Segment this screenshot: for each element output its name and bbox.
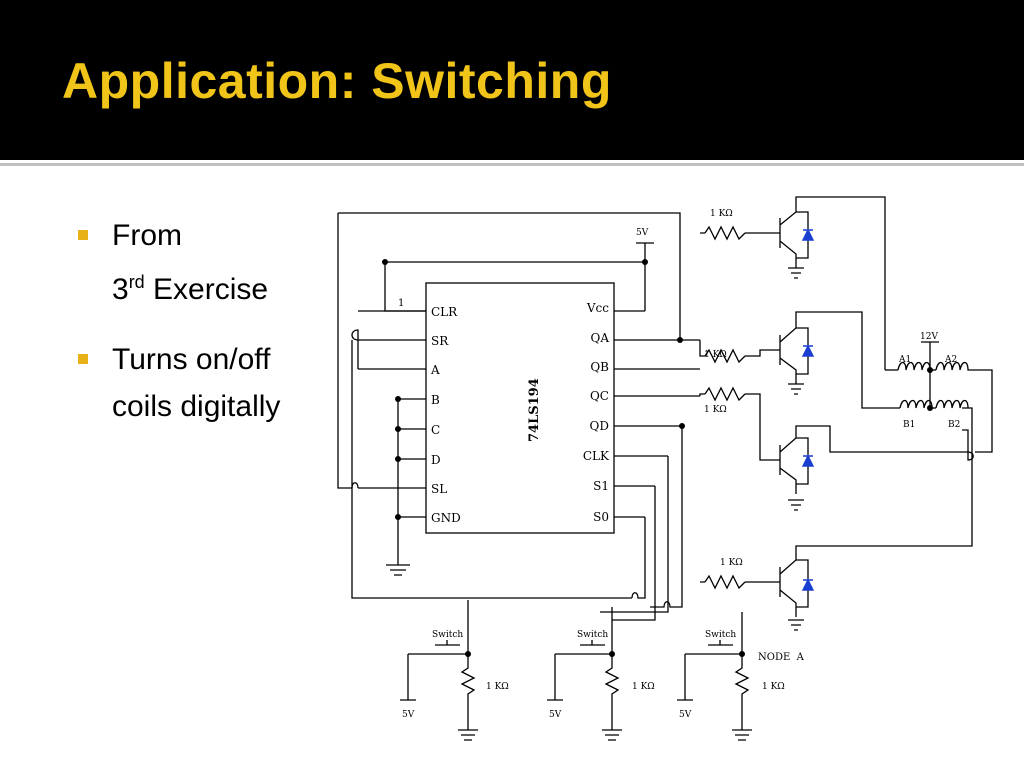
bullet-line: coils digitally	[112, 390, 281, 423]
ic-pin-label: A	[430, 363, 440, 377]
title-divider	[0, 163, 1024, 166]
ic-pin-label: C	[431, 423, 440, 437]
ic-pin-label: GND	[431, 511, 461, 525]
ic-name: 74LS194	[527, 378, 542, 442]
bullet-line: From	[112, 219, 182, 252]
coil-label: B1	[903, 420, 915, 430]
bullet-text: 3	[112, 273, 129, 306]
bullet-superscript: rd	[128, 272, 145, 292]
ic-pin-label: SL	[431, 482, 447, 496]
switch-label: Switch	[577, 630, 608, 640]
resistor-label: 1 KΩ	[762, 682, 785, 692]
ic-pin-label: B	[431, 393, 440, 407]
ic-pin-label: S1	[593, 479, 609, 493]
coil-label: A2	[944, 355, 957, 365]
bullet-text: Exercise	[144, 273, 269, 306]
circuit-diagram: 74LS194 CLR SR A B C D SL GND Vcc QA QB …	[337, 196, 993, 741]
ic-pin-label: QA	[590, 331, 609, 345]
switch-label: Switch	[432, 630, 463, 640]
resistor-label: 1 KΩ	[704, 405, 727, 415]
switch-supply-label: 5V	[402, 710, 415, 720]
ic-pin-label: CLK	[583, 449, 610, 463]
slide-title: Application: Switching	[62, 53, 612, 109]
bullet-line: 3rd Exercise	[112, 259, 280, 313]
ic-pin-label: S0	[593, 510, 609, 524]
bullet-list: From 3rd Exercise Turns on/off coils dig…	[78, 212, 280, 453]
bullet-marker-icon	[78, 354, 88, 364]
node-label: NODE A	[758, 652, 805, 663]
ic-pin-label: QD	[590, 419, 609, 433]
switch-supply-label: 5V	[679, 710, 692, 720]
ic-pin-label: QB	[590, 360, 609, 374]
bullet-marker-icon	[78, 230, 88, 240]
bullet-line: Turns on/off	[112, 343, 271, 376]
resistor-label: 1 KΩ	[486, 682, 509, 692]
resistor-label: 1 KΩ	[720, 558, 743, 568]
switch-label: Switch	[705, 630, 736, 640]
bullet-item: Turns on/off coils digitally	[78, 336, 280, 430]
coil-supply-label: 12V	[920, 332, 938, 342]
switch-supply-label: 5V	[549, 710, 562, 720]
coil-label: B2	[948, 420, 960, 430]
vcc-supply-label: 5V	[636, 228, 649, 238]
title-bar: Application: Switching	[0, 0, 1024, 160]
ic-pin-label: QC	[590, 389, 609, 403]
ic-pin-label: Vcc	[586, 301, 609, 315]
ic-body	[425, 282, 615, 534]
coil-label: A1	[898, 355, 911, 365]
clr-input-label: 1	[398, 298, 404, 309]
resistor-label: 1 KΩ	[632, 682, 655, 692]
ic-pin-label: CLR	[431, 305, 458, 319]
ic-pin-label: D	[431, 453, 441, 467]
diode-icon	[801, 228, 815, 591]
resistor-label: 1 KΩ	[710, 209, 733, 219]
bullet-item: From 3rd Exercise	[78, 212, 280, 313]
resistor-label: 1 KΩ	[704, 350, 727, 360]
ic-pin-label: SR	[431, 334, 449, 348]
